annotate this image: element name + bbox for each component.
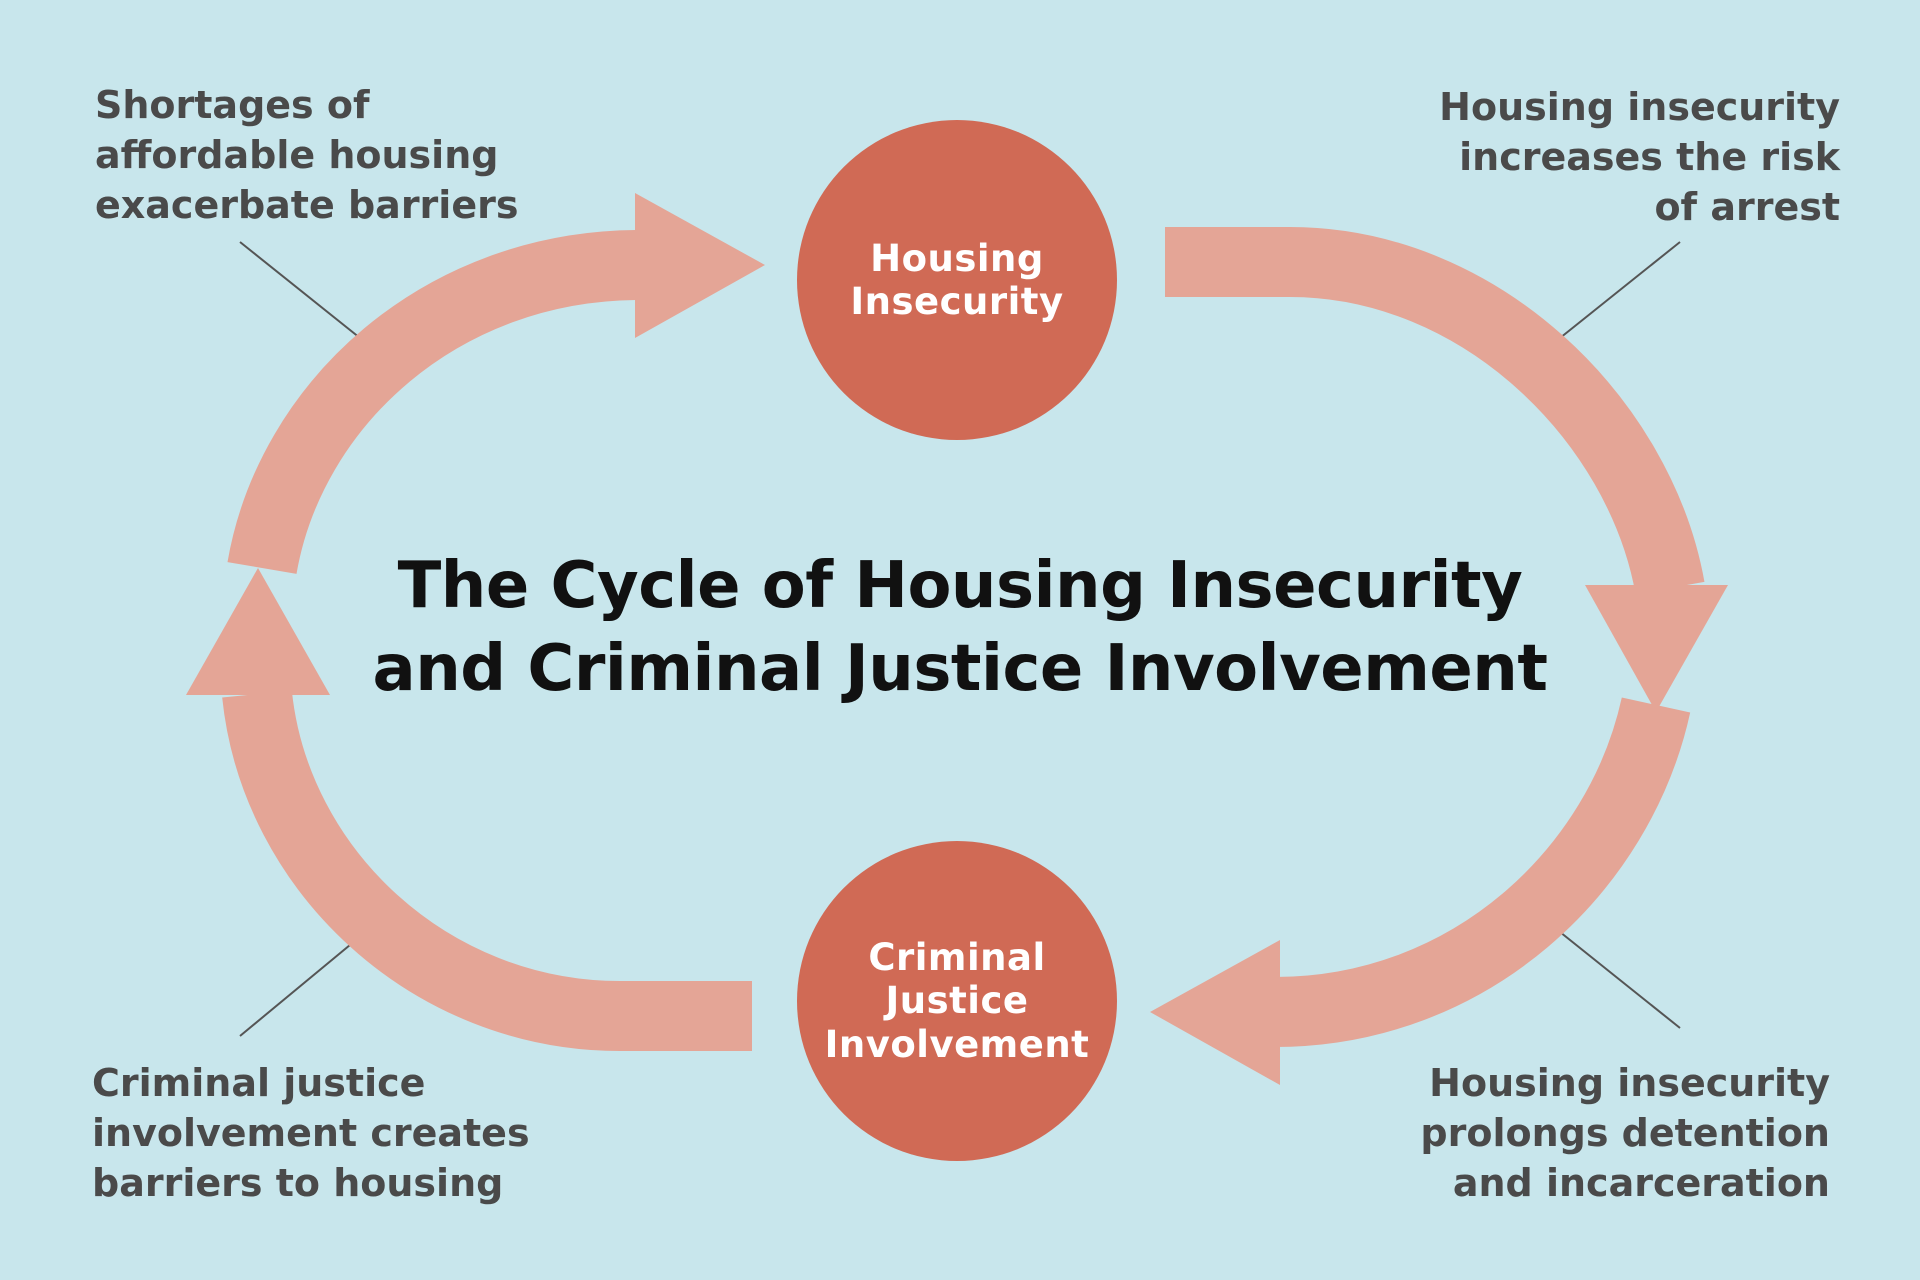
arrow-bottom-left-head — [186, 568, 330, 695]
housing-insecurity-node: Housing Insecurity — [797, 120, 1117, 440]
caption-top-left: Shortages of affordable housing exacerba… — [95, 83, 519, 227]
arrow-top-right-head — [1585, 585, 1728, 712]
leader-line-bottom-left — [239, 939, 357, 1037]
criminal-justice-involvement-label: Criminal Justice Involvement — [824, 936, 1090, 1066]
arrow-bottom-right-body — [1274, 697, 1691, 1047]
housing-insecurity-label: Housing Insecurity — [850, 236, 1064, 323]
leader-line-top-right — [1559, 241, 1681, 339]
caption-top-right: Housing insecurity increases the risk of… — [1439, 85, 1840, 229]
leader-line-top-left — [239, 241, 361, 339]
arrow-top-right-body — [1165, 227, 1705, 595]
caption-bottom-right: Housing insecurity prolongs detention an… — [1420, 1061, 1830, 1205]
criminal-justice-involvement-node: Criminal Justice Involvement — [797, 841, 1117, 1161]
arrow-bottom-left-body — [222, 689, 752, 1051]
caption-bottom-left: Criminal justice involvement creates bar… — [92, 1061, 530, 1205]
diagram-title: The Cycle of Housing Insecurity and Crim… — [372, 549, 1548, 706]
arrow-top-left-head — [635, 193, 765, 338]
arrow-bottom-right-head — [1150, 940, 1280, 1085]
arrow-top-left-body — [227, 230, 641, 575]
leader-line-bottom-right — [1559, 931, 1681, 1029]
